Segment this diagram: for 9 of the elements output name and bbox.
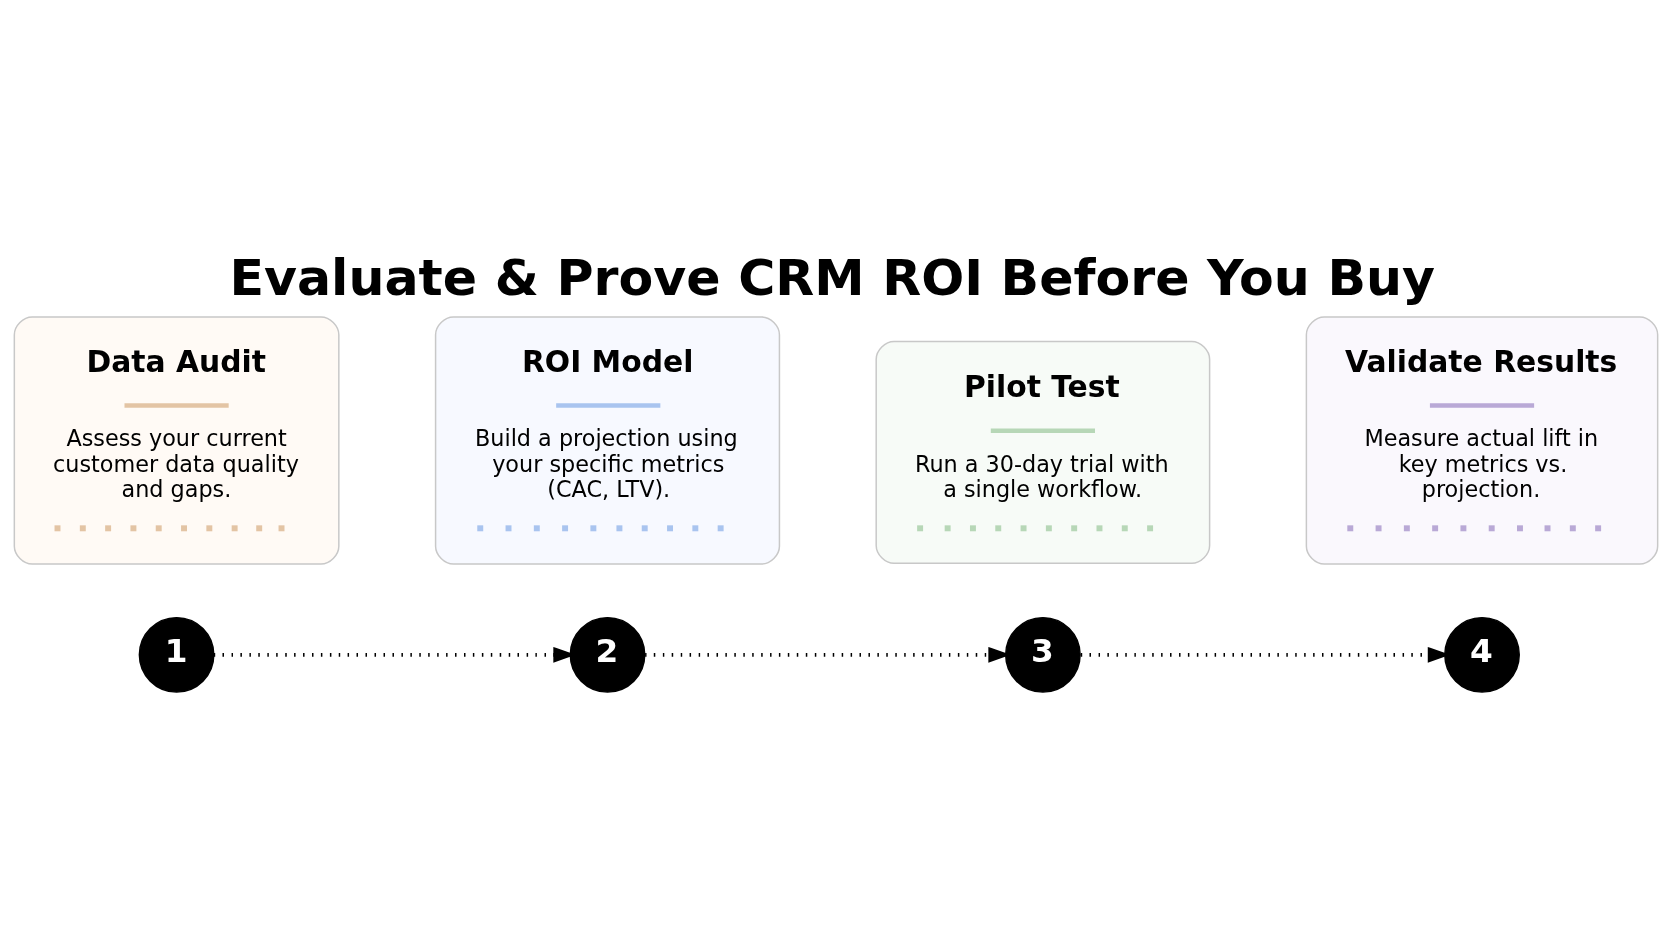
diagram-title: Evaluate & Prove CRM ROI Before You Buy — [229, 247, 1436, 307]
node-box: Data Audit Assess your current customer data quality and gaps. — [13, 315, 340, 565]
node-box: Pilot Test Run a 30-day trial with a single workflow. — [875, 340, 1211, 564]
node-circle: 2 — [569, 616, 646, 693]
node-circle: 4 — [1444, 616, 1520, 693]
node-box: Validate Results Measure actual lift in key metrics vs. projection. — [1305, 315, 1659, 565]
node-circle: 1 — [138, 616, 215, 693]
node-circle: 3 — [1004, 616, 1081, 693]
node-box: ROI Model Build a projection using your specific metrics (CAC, LTV). — [434, 315, 781, 565]
